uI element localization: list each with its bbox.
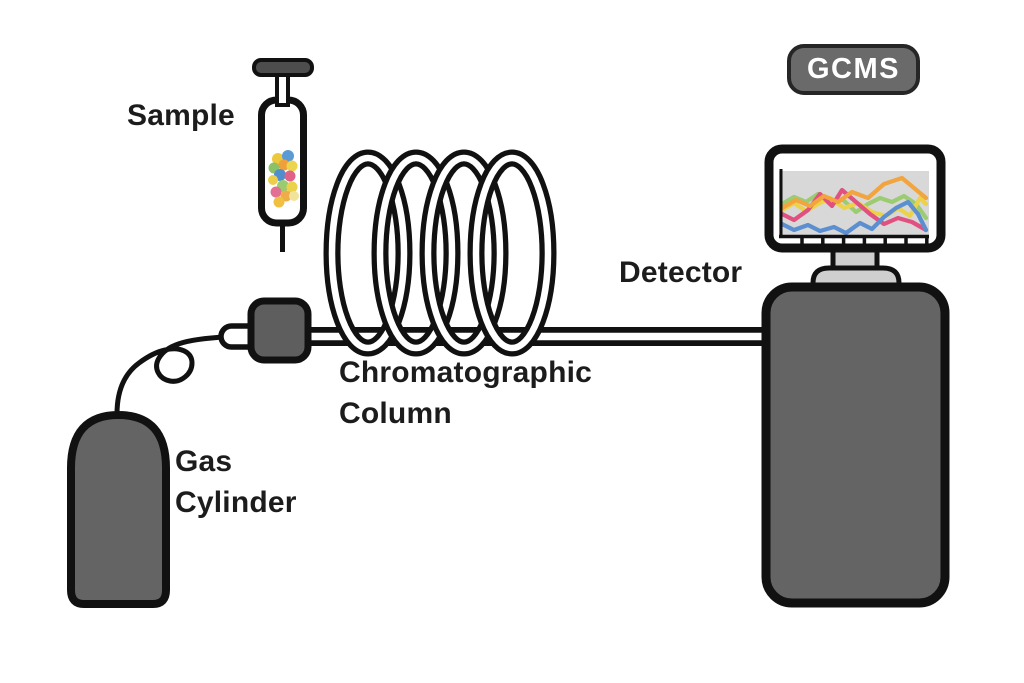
gcms-badge-text: GCMS	[807, 53, 900, 85]
screen-axis-ticks	[800, 237, 929, 246]
coil-loop-3-inner	[424, 154, 504, 352]
injector-block	[247, 297, 312, 364]
sample-dot-8	[268, 175, 278, 185]
coil-loop-2-inner	[376, 154, 456, 352]
sample-dot-11	[270, 186, 282, 198]
screen-chart-series	[779, 175, 929, 236]
coil-loop-1-inner	[328, 154, 408, 352]
gcms-badge: GCMS	[787, 44, 920, 95]
chart-line-orange	[779, 175, 929, 211]
sample-dots	[268, 150, 299, 208]
syringe-plunger-rod	[275, 71, 290, 107]
sample-label: Sample	[127, 99, 235, 132]
detector-label: Detector	[619, 256, 743, 289]
column-coil	[323, 149, 557, 357]
gas-cylinder-shape	[67, 410, 170, 608]
sample-dot-7	[284, 170, 296, 182]
sample-dot-2	[282, 150, 294, 162]
chromatographic-column-label: Chromatographic Column	[339, 356, 593, 430]
coil-loop-4-inner	[472, 154, 552, 352]
syringe	[252, 58, 314, 252]
carrier-gas-curl-tube	[114, 334, 229, 417]
gas-cylinder-label: Gas Cylinder	[175, 445, 297, 519]
sample-dot-5	[286, 160, 298, 172]
sample-dot-3	[278, 159, 290, 171]
sample-dot-14	[273, 196, 285, 208]
sample-dot-13	[289, 191, 299, 201]
sample-dot-10	[286, 181, 298, 193]
chart-line-green	[779, 191, 929, 221]
detector-body	[761, 282, 950, 608]
syringe-plunger-handle	[252, 58, 314, 77]
chart-line-blue	[779, 199, 929, 236]
